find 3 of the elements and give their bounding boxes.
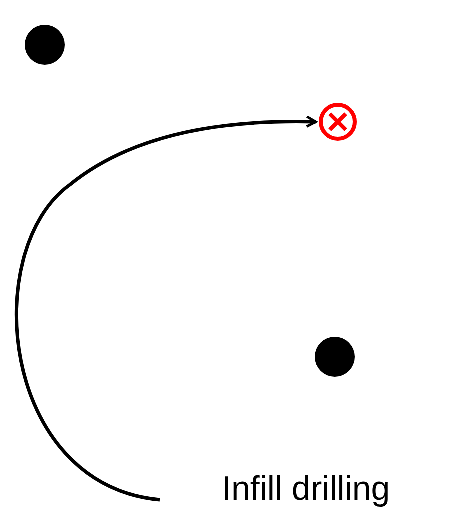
crossed-circle-marker xyxy=(318,102,358,142)
curved-arrow xyxy=(15,116,318,502)
caption-text: Infill drilling xyxy=(222,472,390,506)
